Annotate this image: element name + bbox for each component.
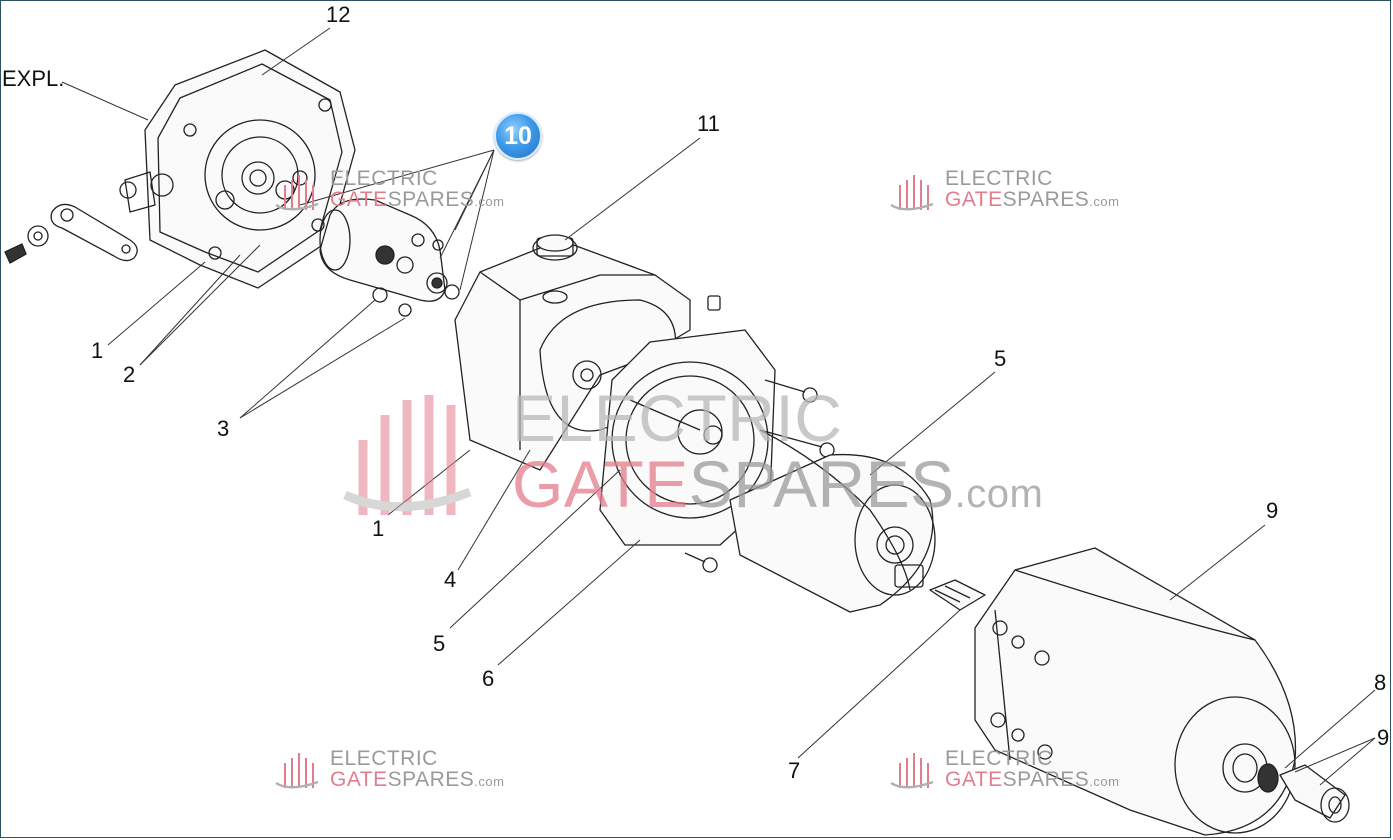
callout-9-top: 9 (1266, 498, 1279, 523)
wrench-icon (343, 487, 472, 512)
callout-12: 12 (326, 2, 351, 27)
motor (729, 429, 936, 613)
watermark-top-right: ELECTRIC GATESPARES.com (945, 167, 1120, 211)
watermark-bottom-right: ELECTRIC GATESPARES.com (945, 747, 1120, 791)
callout-5-left: 5 (433, 631, 446, 656)
callout-6: 6 (482, 666, 495, 691)
wrench-icon (275, 202, 934, 789)
watermark-top-left: ELECTRIC GATESPARES.com (330, 167, 505, 211)
callout-expl: EXPL. (2, 66, 65, 91)
callout-10-badge: 10 (494, 112, 542, 160)
motor-flange (599, 329, 835, 573)
callout-5-right: 5 (994, 346, 1007, 371)
callout-2: 2 (123, 362, 136, 387)
cover-housing (974, 547, 1297, 836)
callout-1-top: 1 (91, 338, 104, 363)
watermark-bottom-left: ELECTRIC GATESPARES.com (330, 747, 505, 791)
filler-plug (536, 234, 574, 252)
callout-1-bottom: 1 (372, 516, 385, 541)
connector (929, 579, 986, 611)
callout-11: 11 (697, 111, 720, 136)
callout-9-bottom: 9 (1377, 725, 1390, 750)
callout-7: 7 (788, 758, 801, 783)
callout-4: 4 (444, 567, 457, 592)
watermark-center: ELECTRIC GATESPARES.com (512, 381, 1044, 521)
callout-3: 3 (217, 416, 230, 441)
pump-body (319, 198, 460, 317)
lever-screw-washer (4, 203, 138, 264)
callout-8: 8 (1374, 670, 1387, 695)
logo-gate-icon (343, 395, 472, 515)
leader-lines (61, 27, 1376, 786)
cable-gland (1257, 763, 1350, 823)
logo-gate-icon (284, 175, 929, 788)
valve-housing-block (119, 49, 356, 289)
